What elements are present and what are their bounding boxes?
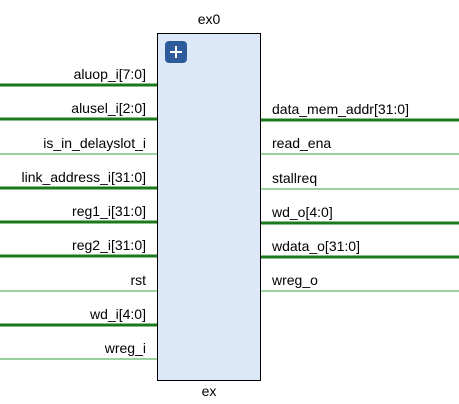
- port-label-data-mem-addr: data_mem_addr[31:0]: [272, 101, 409, 117]
- ex-module-block[interactable]: [157, 33, 261, 381]
- port-label-wreg-o: wreg_o: [272, 272, 318, 288]
- port-label-reg2-i: reg2_i[31:0]: [72, 237, 146, 253]
- port-label-wd-i: wd_i[4:0]: [89, 306, 146, 322]
- port-label-stallreq: stallreq: [272, 170, 318, 186]
- input-wires: [0, 83, 175, 360]
- module-name: ex: [201, 383, 217, 399]
- instance-name: ex0: [197, 11, 221, 27]
- port-label-wreg-i: wreg_i: [104, 340, 146, 356]
- port-label-wd-o: wd_o[4:0]: [272, 204, 333, 220]
- port-label-aluop-i: aluop_i[7:0]: [73, 66, 146, 82]
- port-label-reg1-i: reg1_i[31:0]: [72, 203, 146, 219]
- port-label-link-address-i: link_address_i[31:0]: [21, 169, 146, 185]
- output-wires: [243, 118, 459, 292]
- port-label-wdata-o: wdata_o[31:0]: [272, 238, 360, 254]
- port-label-alusel-i: alusel_i[2:0]: [71, 100, 146, 116]
- port-label-read-ena: read_ena: [272, 135, 332, 151]
- port-label-is-in-delayslot-i: is_in_delayslot_i: [43, 135, 146, 151]
- expand-plus-icon[interactable]: [165, 41, 187, 63]
- port-label-rst: rst: [130, 272, 146, 288]
